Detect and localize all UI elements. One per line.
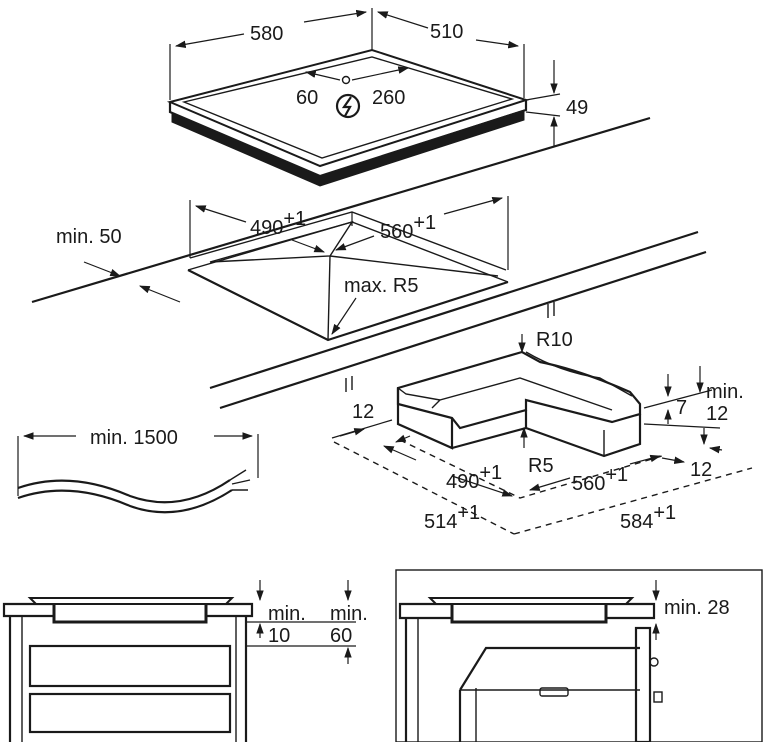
worktop-left-2 [398, 602, 454, 620]
frame-490-dim-b [451, 475, 514, 497]
frame-inner-width-label: 490+1 [446, 462, 502, 493]
frame-step-label: 7 [676, 397, 687, 419]
cutout-560-dim-a [334, 235, 375, 251]
drawer-1 [28, 644, 232, 688]
frame-560-dim-a [528, 477, 571, 491]
frame-r5-label: R5 [528, 455, 554, 477]
drawer-2 [28, 692, 232, 734]
gap-2-value: 60 [330, 625, 352, 647]
cutout-inner-wall [209, 220, 354, 263]
frame-inner-left [397, 387, 441, 401]
hob-side [168, 100, 528, 178]
hob-580-dim-a [174, 33, 245, 49]
worktop-front-edge-bottom [219, 250, 707, 410]
worktop-right-2 [604, 602, 656, 620]
hob-body-2 [450, 604, 608, 624]
cabinet-oven-section: min. 28 [395, 569, 763, 744]
frame-outer-depth-label: 584+1 [620, 502, 676, 533]
oven-top [459, 646, 640, 691]
hob-510-dim-b [475, 39, 520, 49]
cabinet-drawers-section: min. 10 min. 60 [2, 580, 368, 742]
gap-2-min-label: min. [330, 603, 368, 625]
frame-front [451, 410, 528, 450]
frame-wavy-top [525, 351, 633, 397]
frame-ext-2 [643, 423, 721, 429]
oven-handle-icon [539, 687, 569, 697]
cutout-corner-edge [327, 255, 331, 341]
worktop-back-edge [31, 116, 651, 304]
worktop-illustration: 490+1 560+1 max. R5 min. 50 [31, 116, 707, 410]
cable-left-label: 60 [296, 87, 318, 109]
hob-height-label: 49 [566, 97, 588, 119]
frame-490-dim-a [383, 445, 417, 461]
oven-knob-icon [649, 657, 659, 667]
min-50-arrow-b [138, 285, 181, 303]
frame-inner-depth-label: 560+1 [572, 464, 628, 495]
cable-conductors [229, 469, 251, 491]
cable-60-dim [304, 70, 341, 81]
gap-1-min-label: min. [268, 603, 306, 625]
cutout-inner-floor [329, 255, 499, 277]
corner-radius-leader [331, 297, 357, 335]
frame-top [396, 350, 642, 430]
hob-illustration: 580 510 60 260 49 [166, 8, 588, 187]
cutout-depth-label: 560+1 [380, 212, 436, 243]
cable-entry-point [341, 75, 351, 85]
cabinet-right-side-2 [634, 626, 652, 744]
worktop-left [2, 602, 56, 618]
oven-section-frame [395, 569, 763, 743]
min-50-arrow-a [83, 261, 122, 277]
frame-left-leg [396, 388, 454, 450]
frame-outer-width-label: 514+1 [424, 502, 480, 533]
gap-28-label: min. 28 [664, 597, 730, 619]
cable-wire-bottom [17, 489, 233, 514]
cable-wire-top [17, 479, 231, 504]
cable-right-label: 260 [372, 87, 405, 109]
frame-560-dim-b [629, 454, 662, 465]
frame-inner-step [431, 377, 613, 411]
hob-depth-label: 510 [430, 21, 463, 43]
hob-plate [27, 597, 235, 605]
hob-width-label: 580 [250, 23, 283, 45]
cutout-490-dim-b [291, 239, 326, 253]
frame-12r-arrow-b [708, 445, 723, 454]
frame-12-arrow-a [339, 428, 366, 437]
frame-ext-1 [643, 389, 713, 409]
cutout-radius-label: max. R5 [344, 275, 418, 297]
worktop-right [204, 602, 254, 618]
gap-1-value: 10 [268, 625, 290, 647]
oven-fixing-icon [653, 691, 663, 703]
frame-min-value: 12 [706, 403, 728, 425]
min-edge-label: min. 50 [56, 226, 122, 248]
frame-outer-front-dashed [513, 467, 753, 535]
frame-12r-arrow-c [661, 456, 686, 464]
cable-length-label: min. 1500 [90, 427, 178, 449]
hob-plate-2 [427, 597, 635, 605]
frame-left-offset-label: 12 [352, 401, 374, 423]
frame-inner-dashed [399, 439, 663, 499]
frame-right-offset-label: 12 [690, 459, 712, 481]
cutout-560-dim-b [443, 196, 504, 215]
hob-49-ext-top [525, 93, 561, 101]
hob-body [52, 604, 208, 624]
hob-580-dim-b [303, 9, 368, 23]
frame-12-arrow-b [395, 434, 411, 443]
cutout-width-label: 490+1 [250, 208, 306, 239]
cable-illustration: min. 1500 [17, 427, 259, 514]
cutout-490-dim-a [194, 205, 247, 223]
frame-right-leg [525, 414, 642, 458]
frame-min-label: min. [706, 381, 744, 403]
frame-r10-label: R10 [536, 329, 573, 351]
worktop-front-edge-top [209, 230, 699, 390]
cable-260-dim [351, 66, 410, 81]
frame-outer-left-dashed [333, 441, 515, 535]
hob-49-ext-bottom [525, 111, 561, 117]
frame-illustration: R10 R5 12 490+1 560+1 514+1 584+1 min. 1… [331, 302, 753, 535]
power-connection-icon [335, 93, 361, 119]
hob-510-dim-a [376, 11, 429, 29]
